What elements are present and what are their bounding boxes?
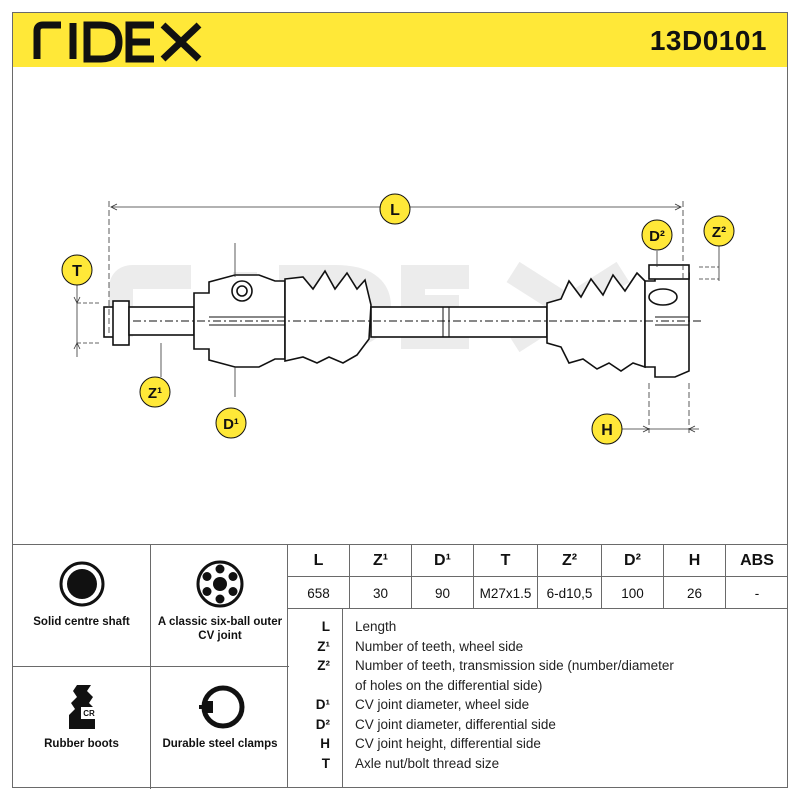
legend-row: of holes on the differential side) bbox=[288, 676, 788, 696]
spec-header: Z² bbox=[538, 545, 602, 577]
callout-D2: D² bbox=[641, 219, 673, 251]
callout-H: H bbox=[591, 413, 623, 445]
feature-steel-clamps: Durable steel clamps bbox=[151, 667, 289, 789]
legend-text: Length bbox=[355, 619, 397, 634]
six-ball-joint-icon bbox=[196, 560, 244, 608]
spec-header-row: L Z¹ D¹ T Z² D² H ABS bbox=[288, 545, 788, 577]
spec-table: L Z¹ D¹ T Z² D² H ABS 658 30 90 M27x1.5 … bbox=[288, 544, 788, 609]
legend-row: D¹ CV joint diameter, wheel side bbox=[288, 695, 788, 715]
spec-header: L bbox=[288, 545, 350, 577]
legend: L Length Z¹ Number of teeth, wheel side … bbox=[288, 609, 788, 788]
legend-row: D² CV joint diameter, differential side bbox=[288, 715, 788, 735]
callout-L: L bbox=[379, 193, 411, 225]
legend-row: T Axle nut/bolt thread size bbox=[288, 754, 788, 774]
legend-text: Axle nut/bolt thread size bbox=[355, 756, 500, 771]
legend-symbol: Z¹ bbox=[317, 639, 330, 654]
solid-shaft-icon bbox=[59, 561, 105, 607]
drive-shaft-outline bbox=[103, 264, 690, 378]
legend-row: H CV joint height, differential side bbox=[288, 734, 788, 754]
callout-D1: D¹ bbox=[215, 407, 247, 439]
spec-header: ABS bbox=[740, 552, 774, 569]
legend-symbol: D¹ bbox=[315, 697, 330, 712]
callout-label-Z2: Z² bbox=[712, 224, 726, 241]
legend-text: CV joint diameter, differential side bbox=[355, 717, 556, 732]
callout-label-H: H bbox=[601, 422, 613, 439]
spec-value: 658 bbox=[288, 577, 350, 609]
spec-value: M27x1.5 bbox=[474, 577, 538, 609]
callout-label-Z1: Z¹ bbox=[148, 385, 162, 402]
legend-text: of holes on the differential side) bbox=[355, 678, 543, 693]
feature-label: A classic six-ball outer CV joint bbox=[157, 616, 283, 642]
feature-label: Rubber boots bbox=[44, 738, 119, 750]
feature-rubber-boots: CR Rubber boots bbox=[13, 667, 151, 789]
header-bar: 13D0101 bbox=[12, 12, 788, 68]
legend-symbol: T bbox=[321, 756, 330, 771]
spec-value: - bbox=[754, 585, 760, 601]
badge-D2 bbox=[641, 219, 673, 251]
callout-Z1: Z¹ bbox=[139, 376, 171, 408]
spec-value: 90 bbox=[412, 577, 474, 609]
legend-symbol: Z² bbox=[317, 658, 330, 673]
feature-label: Solid centre shaft bbox=[33, 616, 130, 628]
outer-boot bbox=[284, 269, 372, 364]
part-number: 13D0101 bbox=[649, 25, 767, 56]
legend-row: Z² Number of teeth, transmission side (n… bbox=[288, 656, 788, 676]
legend-divider bbox=[342, 609, 343, 788]
drive-shaft-drawing: L T Z¹ D¹ D² Z² H bbox=[61, 193, 735, 445]
steel-clamp-icon bbox=[199, 685, 245, 729]
spec-header: D² bbox=[602, 545, 664, 577]
spec-header: T bbox=[474, 545, 538, 577]
callout-label-D1: D¹ bbox=[223, 416, 239, 433]
spec-header: D¹ bbox=[412, 545, 474, 577]
legend-row: L Length bbox=[288, 617, 788, 637]
inner-flange bbox=[648, 264, 690, 280]
badge-Z2 bbox=[703, 215, 735, 247]
legend-symbol: L bbox=[321, 619, 330, 634]
legend-symbol: D² bbox=[315, 717, 330, 732]
badge-L bbox=[379, 193, 411, 225]
spec-value: 30 bbox=[350, 577, 412, 609]
badge-T bbox=[61, 254, 93, 286]
features-grid: Solid centre shaft A classic six-ball ou… bbox=[12, 544, 289, 789]
legend-row: Z¹ Number of teeth, wheel side bbox=[288, 637, 788, 657]
spec-header: Z¹ bbox=[350, 545, 412, 577]
axle-nut bbox=[112, 300, 130, 346]
inner-boot bbox=[546, 271, 646, 372]
legend-text: CV joint diameter, wheel side bbox=[355, 697, 530, 712]
callout-T: T bbox=[61, 254, 93, 286]
inner-cv-joint bbox=[644, 266, 690, 378]
legend-text: Number of teeth, transmission side (numb… bbox=[355, 658, 674, 673]
spec-value: 6-d10,5 bbox=[538, 577, 602, 609]
callout-label-T: T bbox=[72, 263, 82, 280]
drawing-area: L T Z¹ D¹ D² Z² H bbox=[12, 67, 788, 545]
feature-label: Durable steel clamps bbox=[162, 738, 278, 750]
badge-H bbox=[591, 413, 623, 445]
ridex-logo bbox=[33, 21, 202, 63]
solid-shaft bbox=[370, 306, 548, 338]
badge-Z1 bbox=[139, 376, 171, 408]
callout-Z2: Z² bbox=[703, 215, 735, 247]
spec-value: 100 bbox=[602, 577, 664, 609]
spec-value: 26 bbox=[664, 577, 726, 609]
boot-icon-text: CR bbox=[83, 709, 95, 718]
callout-label-L: L bbox=[390, 202, 400, 219]
legend-symbol: H bbox=[320, 736, 330, 751]
callout-label-D2: D² bbox=[649, 228, 665, 245]
legend-text: Number of teeth, wheel side bbox=[355, 639, 524, 654]
feature-solid-shaft: Solid centre shaft bbox=[13, 545, 151, 667]
spec-header: H bbox=[664, 545, 726, 577]
spec-value-row: 658 30 90 M27x1.5 6-d10,5 100 26 - bbox=[288, 577, 788, 609]
rubber-boot-icon: CR bbox=[69, 685, 97, 729]
feature-six-ball-joint: A classic six-ball outer CV joint bbox=[151, 545, 289, 667]
legend-text: CV joint height, differential side bbox=[355, 736, 541, 751]
badge-D1 bbox=[215, 407, 247, 439]
